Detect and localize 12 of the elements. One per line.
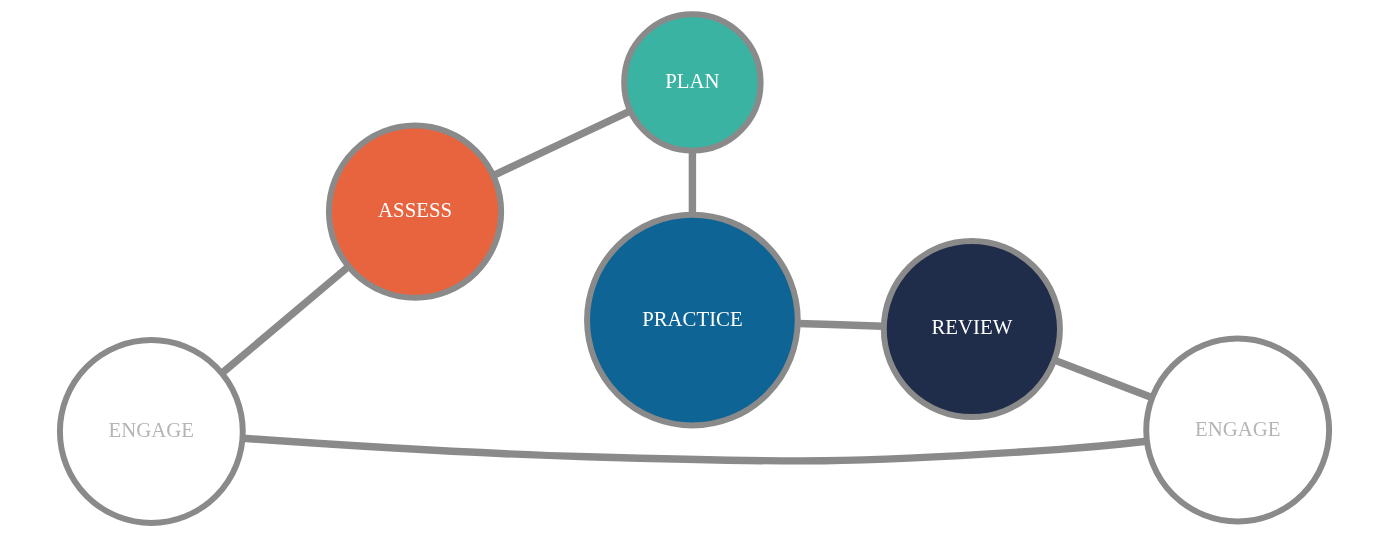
node-circle: ASSESS xyxy=(325,122,505,301)
connector xyxy=(492,107,632,179)
node-circle: PLAN xyxy=(621,11,764,154)
connector xyxy=(797,319,884,330)
connector xyxy=(219,263,351,376)
node-circle: ENGAGE xyxy=(1143,335,1333,525)
connector xyxy=(242,434,1148,465)
node-circle: ENGAGE xyxy=(56,337,246,526)
node-circle: REVIEW xyxy=(880,237,1063,421)
connector xyxy=(688,151,697,215)
connector xyxy=(1053,356,1154,402)
node-circle: PRACTICE xyxy=(584,211,801,429)
